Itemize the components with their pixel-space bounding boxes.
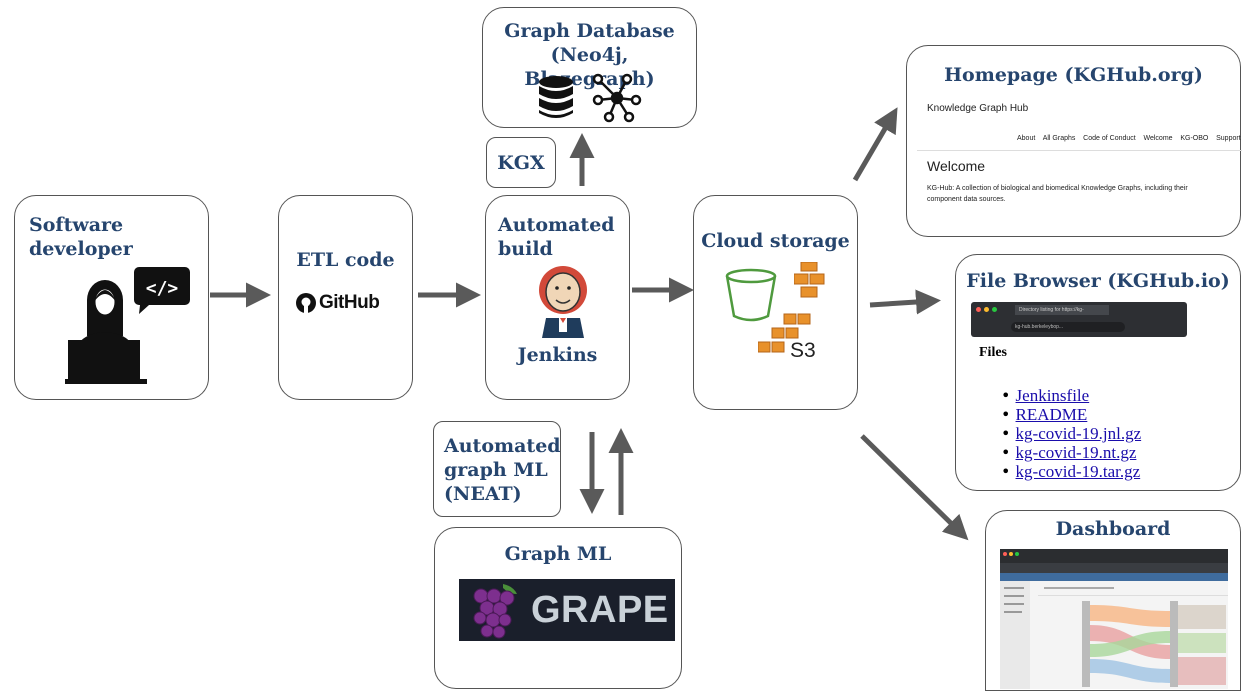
nav-link-all-graphs[interactable]: All Graphs (1042, 135, 1076, 142)
file-link-jenkinsfile[interactable]: Jenkinsfile (1015, 386, 1090, 405)
list-item: • kg-covid-19.nt.gz (1001, 443, 1137, 462)
graph-ml-box: Graph ML GRAPE (434, 527, 682, 689)
dashboard-box: Dashboard (985, 510, 1241, 691)
graph-database-box: Graph Database (Neo4j, Blazegraph) (482, 7, 697, 128)
file-link-readme[interactable]: README (1015, 405, 1088, 424)
etl-title: ETL code (296, 249, 395, 271)
build-title-line2: build (498, 238, 553, 260)
graphml-title: Graph ML (504, 543, 612, 565)
nav-link-about[interactable]: About (1017, 135, 1036, 142)
list-item: • Jenkinsfile (1001, 386, 1090, 405)
build-title-line1: Automated (498, 214, 615, 236)
list-item: • README (1001, 405, 1088, 424)
url-bar[interactable]: kg-hub.berkeleybop... (1011, 322, 1125, 332)
graphdb-title-line1: Graph Database (504, 20, 675, 42)
aws-s3-cubes-icon (758, 313, 811, 353)
developer-at-laptop-icon: </> (65, 267, 190, 384)
welcome-text-line2: component data sources. (927, 196, 1006, 203)
neat-line2: graph ML (444, 459, 548, 481)
graphdb-title: Graph Database (Neo4j, Blazegraph) (483, 19, 696, 91)
jenkins-label: Jenkins (517, 344, 598, 366)
grape-cluster-icon (473, 584, 517, 639)
file-link-jnl[interactable]: kg-covid-19.jnl.gz (1015, 424, 1142, 443)
developer-title-line2: developer (29, 238, 133, 260)
maximize-dot-icon (992, 307, 997, 312)
close-dot-icon (976, 307, 981, 312)
grape-logo: GRAPE (459, 579, 675, 641)
arrow-cloud-to-homepage (852, 107, 898, 182)
arrow-cloud-to-dashboard (860, 434, 969, 541)
developer-title-line1: Software (29, 214, 124, 236)
nav-divider (917, 150, 1242, 151)
homepage-title: Homepage (KGHub.org) (944, 64, 1203, 86)
grape-wordmark: GRAPE (531, 589, 669, 631)
list-item: • kg-covid-19.tar.gz (1001, 462, 1141, 481)
filebrowser-title: File Browser (KGHub.io) (966, 270, 1230, 292)
cloud-storage-box: Cloud storage S3 (693, 195, 858, 410)
dashboard-title: Dashboard (1055, 518, 1171, 540)
homepage-screenshot: Knowledge Graph Hub About All Graphs Cod… (907, 97, 1242, 222)
cloud-title: Cloud storage (701, 230, 850, 252)
files-heading: Files (979, 345, 1007, 360)
kgx-box: KGX (486, 137, 556, 188)
automated-build-box: Automated build Jenkins (485, 195, 630, 400)
file-link-nt[interactable]: kg-covid-19.nt.gz (1015, 443, 1137, 462)
s3-label: S3 (790, 339, 816, 362)
welcome-heading: Welcome (927, 158, 986, 174)
etl-code-box: ETL code GitHub (278, 195, 413, 400)
minimize-dot-icon (984, 307, 989, 312)
nav-link-kg-obo[interactable]: KG-OBO (1180, 135, 1209, 142)
file-list: • Jenkinsfile • README • kg-covid-19.jnl… (1001, 386, 1141, 481)
kgx-label: KGX (497, 152, 545, 174)
homepage-box: Homepage (KGHub.org) Knowledge Graph Hub… (906, 45, 1242, 237)
browser-chrome: Directory listing for https://kg- kg-hub… (971, 302, 1187, 337)
neat-label: Automated graph ML (NEAT) (444, 434, 561, 506)
software-developer-box: Software developer </> (14, 195, 209, 400)
welcome-text: KG-Hub: A collection of biological and b… (927, 183, 1188, 205)
svg-text:</>: </> (146, 278, 179, 299)
dashboard-screenshot (1000, 549, 1228, 689)
neat-box: Automated graph ML (NEAT) (433, 421, 561, 517)
aws-cubes-icon (794, 262, 825, 298)
site-name: Knowledge Graph Hub (927, 103, 1029, 114)
neat-line3: (NEAT) (444, 483, 522, 505)
developer-title: Software developer (29, 213, 133, 261)
nav-link-code-of-conduct[interactable]: Code of Conduct (1083, 135, 1136, 142)
browser-tab[interactable]: Directory listing for https://kg- (1015, 305, 1109, 315)
github-wordmark: GitHub (319, 292, 380, 313)
build-title: Automated build (498, 213, 615, 261)
neat-line1: Automated (444, 435, 561, 457)
list-item: • kg-covid-19.jnl.gz (1001, 424, 1142, 443)
s3-bucket-icon (725, 268, 777, 322)
nav-link-welcome[interactable]: Welcome (1143, 135, 1173, 142)
nav-link-support[interactable]: Support (1216, 135, 1241, 142)
file-browser-box: File Browser (KGHub.io) Directory listin… (955, 254, 1241, 491)
welcome-text-line1: KG-Hub: A collection of biological and b… (927, 185, 1188, 192)
graphdb-title-line2: (Neo4j, Blazegraph) (524, 44, 655, 90)
arrow-cloud-to-filebrowser (869, 289, 941, 315)
file-link-tar[interactable]: kg-covid-19.tar.gz (1015, 462, 1141, 481)
github-octocat-icon (296, 293, 316, 314)
database-icon (539, 76, 573, 118)
jenkins-butler-icon (539, 266, 587, 338)
graph-network-icon (592, 73, 642, 123)
site-nav: About All Graphs Code of Conduct Welcome… (1017, 135, 1241, 142)
